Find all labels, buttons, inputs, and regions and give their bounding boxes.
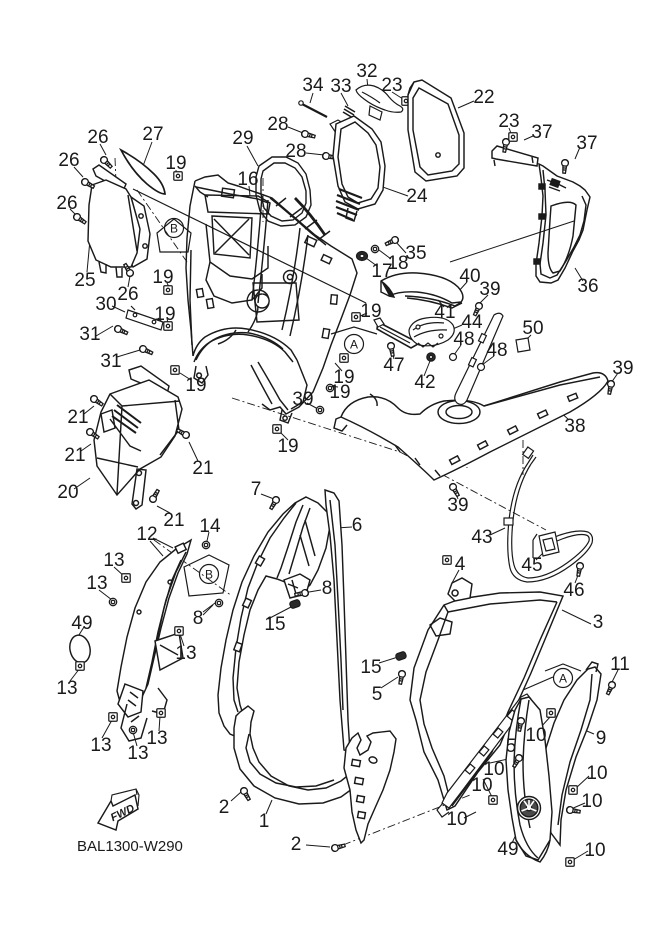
svg-text:15: 15	[360, 657, 381, 678]
svg-text:13: 13	[103, 550, 124, 571]
svg-text:10: 10	[584, 840, 605, 861]
svg-text:13: 13	[175, 643, 196, 664]
svg-text:13: 13	[146, 728, 167, 749]
svg-text:31: 31	[100, 351, 121, 372]
svg-text:42: 42	[414, 372, 435, 393]
svg-text:A: A	[559, 672, 567, 686]
svg-text:9: 9	[596, 728, 607, 749]
svg-text:39: 39	[447, 495, 468, 516]
svg-text:28: 28	[267, 114, 288, 135]
svg-text:10: 10	[581, 791, 602, 812]
svg-text:27: 27	[142, 124, 163, 145]
svg-text:14: 14	[199, 516, 221, 537]
svg-text:26: 26	[87, 127, 108, 148]
svg-text:20: 20	[57, 482, 78, 503]
svg-text:36: 36	[577, 276, 598, 297]
svg-text:49: 49	[497, 839, 518, 860]
svg-text:B: B	[170, 222, 178, 236]
svg-text:10: 10	[483, 759, 504, 780]
svg-text:41: 41	[434, 302, 455, 323]
svg-text:21: 21	[163, 510, 184, 531]
svg-text:2: 2	[291, 834, 302, 855]
svg-text:5: 5	[506, 736, 517, 757]
svg-text:4: 4	[455, 554, 466, 575]
svg-text:26: 26	[117, 284, 138, 305]
svg-text:19: 19	[360, 301, 381, 322]
svg-text:7: 7	[251, 479, 262, 500]
svg-text:21: 21	[64, 445, 85, 466]
svg-text:46: 46	[563, 580, 584, 601]
svg-text:BAL1300-W290: BAL1300-W290	[77, 838, 183, 855]
svg-text:8: 8	[193, 608, 204, 629]
svg-text:37: 37	[531, 122, 552, 143]
svg-text:44: 44	[461, 312, 483, 333]
svg-text:1: 1	[259, 811, 270, 832]
svg-text:28: 28	[285, 141, 306, 162]
svg-text:A: A	[350, 338, 358, 352]
svg-text:22: 22	[473, 87, 494, 108]
svg-text:19: 19	[165, 153, 186, 174]
svg-text:19: 19	[277, 436, 298, 457]
svg-text:23: 23	[498, 111, 519, 132]
svg-text:35: 35	[405, 243, 426, 264]
svg-text:19: 19	[329, 382, 350, 403]
svg-text:6: 6	[352, 515, 363, 536]
svg-text:45: 45	[521, 555, 542, 576]
svg-text:33: 33	[330, 76, 351, 97]
svg-text:10: 10	[586, 763, 607, 784]
svg-text:19: 19	[152, 267, 173, 288]
svg-text:40: 40	[459, 266, 480, 287]
svg-text:13: 13	[56, 678, 77, 699]
svg-text:39: 39	[479, 279, 500, 300]
svg-text:11: 11	[610, 654, 630, 675]
svg-text:B: B	[205, 568, 213, 582]
svg-text:39: 39	[612, 358, 633, 379]
svg-text:15: 15	[264, 614, 285, 635]
svg-text:37: 37	[576, 133, 597, 154]
svg-text:30: 30	[95, 294, 116, 315]
svg-text:26: 26	[56, 193, 77, 214]
svg-text:50: 50	[522, 318, 543, 339]
svg-text:19: 19	[154, 304, 175, 325]
svg-text:26: 26	[58, 150, 79, 171]
svg-text:49: 49	[71, 613, 92, 634]
svg-text:21: 21	[67, 407, 88, 428]
svg-text:43: 43	[471, 527, 492, 548]
svg-text:47: 47	[383, 355, 404, 376]
svg-text:34: 34	[302, 75, 324, 96]
svg-text:13: 13	[127, 743, 148, 764]
svg-text:32: 32	[356, 61, 377, 82]
svg-text:13: 13	[86, 573, 107, 594]
svg-text:19: 19	[185, 375, 206, 396]
svg-text:8: 8	[322, 578, 333, 599]
svg-text:48: 48	[486, 340, 507, 361]
svg-text:12: 12	[136, 524, 157, 545]
svg-text:21: 21	[192, 458, 213, 479]
svg-text:18: 18	[387, 253, 408, 274]
svg-text:5: 5	[372, 684, 383, 705]
svg-text:39: 39	[292, 389, 313, 410]
svg-text:3: 3	[593, 612, 604, 633]
svg-text:25: 25	[74, 270, 95, 291]
svg-text:10: 10	[446, 809, 467, 830]
svg-text:38: 38	[564, 416, 585, 437]
svg-text:48: 48	[453, 329, 474, 350]
svg-text:19: 19	[333, 367, 354, 388]
svg-text:10: 10	[525, 725, 546, 746]
svg-text:10: 10	[471, 775, 492, 796]
svg-text:29: 29	[232, 128, 253, 149]
svg-text:31: 31	[79, 324, 100, 345]
svg-text:24: 24	[406, 186, 428, 207]
svg-text:17: 17	[371, 261, 392, 282]
svg-text:2: 2	[219, 797, 230, 818]
svg-text:23: 23	[381, 75, 402, 96]
svg-text:13: 13	[90, 735, 111, 756]
svg-text:16: 16	[237, 169, 258, 190]
